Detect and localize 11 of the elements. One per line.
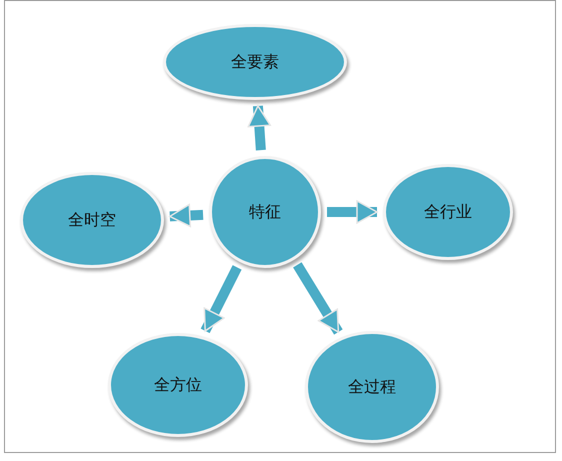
arrow [248, 105, 271, 150]
arrow [293, 262, 343, 335]
node-label: 全行业 [424, 202, 472, 222]
arrow [200, 265, 242, 334]
node-label: 全方位 [154, 374, 202, 396]
node-label: 全时空 [68, 210, 116, 230]
arrow [327, 200, 378, 224]
node-label: 特征 [249, 202, 281, 222]
arrow [169, 204, 204, 228]
node-label: 全要素 [231, 52, 279, 72]
node-label: 全过程 [348, 376, 396, 398]
